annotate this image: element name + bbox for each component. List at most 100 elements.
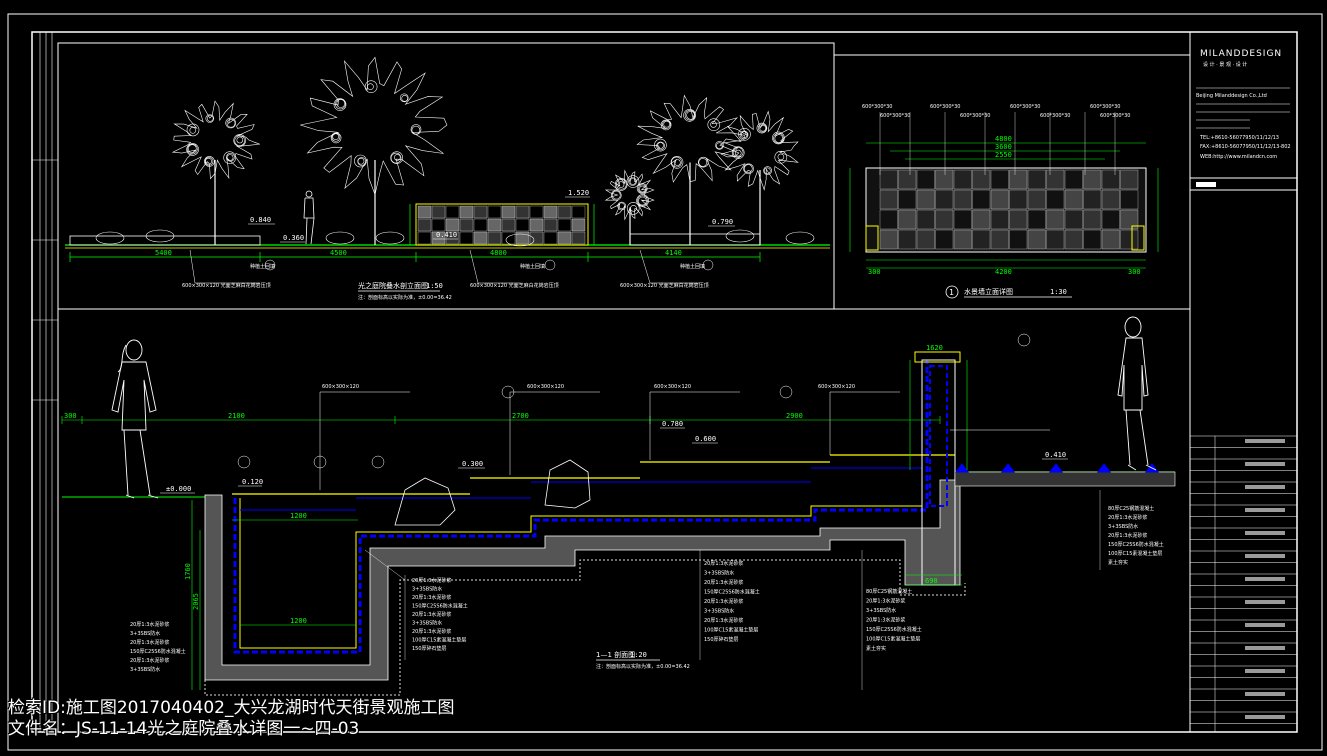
- svg-text:3+3SBS防水: 3+3SBS防水: [130, 666, 160, 673]
- svg-text:4800: 4800: [995, 135, 1012, 143]
- svg-text:600×300×120 光面芝麻白花岗岩压顶: 600×300×120 光面芝麻白花岗岩压顶: [182, 282, 271, 289]
- svg-text:1:20: 1:20: [630, 651, 647, 659]
- elevation-drawing: 5400 4500 4800 4140 0.840 0.360 0.410 1.…: [65, 56, 830, 301]
- search-id-overlay: 检索ID:施工图2017040402_大兴龙湖时代天街景观施工图: [8, 698, 455, 718]
- svg-text:1:30: 1:30: [1050, 288, 1067, 296]
- outer-frame: [7, 13, 1323, 751]
- svg-text:600×300×120: 600×300×120: [527, 384, 564, 390]
- person-left: [111, 339, 159, 499]
- svg-text:0.840: 0.840: [250, 216, 271, 224]
- svg-text:素土夯实: 素土夯实: [1108, 559, 1128, 566]
- svg-text:WEB:http://www.milandcn.com: WEB:http://www.milandcn.com: [1200, 154, 1277, 160]
- svg-text:0.300: 0.300: [462, 460, 483, 468]
- elevation-wall: [415, 203, 589, 246]
- svg-text:20厚1:3水泥砂浆: 20厚1:3水泥砂浆: [412, 577, 451, 584]
- svg-text:2550: 2550: [995, 151, 1012, 159]
- svg-text:0.790: 0.790: [712, 218, 733, 226]
- wall-detail-drawing: 4800 3600 2550 300 4200 300 600*300*30 6…: [849, 104, 1159, 299]
- filename-overlay: 文件名：JS-11-14光之庭院叠水详图一~四-03: [8, 719, 360, 739]
- svg-text:Beijing Milanddesign Co.,Ltd: Beijing Milanddesign Co.,Ltd: [1196, 93, 1267, 99]
- svg-text:20厚1:3水泥砂浆: 20厚1:3水泥砂浆: [866, 598, 905, 605]
- svg-text:300: 300: [64, 412, 77, 420]
- svg-text:1:50: 1:50: [426, 282, 443, 290]
- svg-text:1.520: 1.520: [568, 189, 589, 197]
- svg-text:20厚1:3水泥砂浆: 20厚1:3水泥砂浆: [130, 621, 169, 628]
- svg-text:150厚C25S6防水混凝土: 150厚C25S6防水混凝土: [866, 626, 922, 633]
- svg-text:种植土回填: 种植土回填: [680, 263, 705, 270]
- svg-text:注：剖面标高以实际为准，±0.00=36.42: 注：剖面标高以实际为准，±0.00=36.42: [358, 294, 452, 301]
- svg-text:150厚C25S6防水混凝土: 150厚C25S6防水混凝土: [1108, 541, 1164, 548]
- svg-text:注：剖面标高以实际为准，±0.00=36.42: 注：剖面标高以实际为准，±0.00=36.42: [596, 663, 690, 670]
- svg-text:600*300*30: 600*300*30: [930, 104, 960, 110]
- svg-text:种植土回填: 种植土回填: [520, 263, 545, 270]
- svg-text:600×300×120 光面芝麻白花岗岩压顶: 600×300×120 光面芝麻白花岗岩压顶: [470, 282, 559, 289]
- svg-text:0.780: 0.780: [662, 420, 683, 428]
- title-block: MILANDDESIGN 设 计 · 景 观 · 设 计 Beijing Mil…: [1189, 31, 1298, 733]
- svg-text:600×300×120: 600×300×120: [818, 384, 855, 390]
- svg-text:4200: 4200: [995, 268, 1012, 276]
- svg-text:600*300*30: 600*300*30: [862, 104, 892, 110]
- svg-text:20厚1:3水泥砂浆: 20厚1:3水泥砂浆: [866, 617, 905, 624]
- svg-text:1: 1: [949, 288, 954, 297]
- svg-text:20厚1:3水泥砂浆: 20厚1:3水泥砂浆: [704, 560, 743, 567]
- svg-text:3+3SBS防水: 3+3SBS防水: [704, 570, 734, 577]
- svg-text:100厚C15素混凝土垫层: 100厚C15素混凝土垫层: [1108, 550, 1162, 557]
- person-right: [1117, 316, 1157, 471]
- section-drawing: 300 2100 2700 2900 1620 1200 1200 1760 2…: [61, 316, 1176, 696]
- svg-text:20厚1:3水泥砂浆: 20厚1:3水泥砂浆: [704, 579, 743, 586]
- svg-text:2065: 2065: [192, 593, 200, 610]
- svg-text:600*300*30: 600*300*30: [1010, 104, 1040, 110]
- svg-text:3+3SBS防水: 3+3SBS防水: [412, 620, 442, 627]
- svg-text:4500: 4500: [330, 249, 347, 257]
- svg-text:600*300*30: 600*300*30: [1100, 113, 1130, 119]
- svg-text:0.360: 0.360: [283, 234, 304, 242]
- svg-text:20厚1:3水泥砂浆: 20厚1:3水泥砂浆: [1108, 514, 1147, 521]
- svg-text:600*300*30: 600*300*30: [1090, 104, 1120, 110]
- svg-text:1760: 1760: [184, 563, 192, 580]
- svg-text:素土夯实: 素土夯实: [866, 645, 886, 652]
- svg-text:600*300*30: 600*300*30: [1040, 113, 1070, 119]
- wall-detail-caption: 水景墙立面详图: [964, 287, 1013, 296]
- svg-text:20厚1:3水泥砂浆: 20厚1:3水泥砂浆: [704, 617, 743, 624]
- elevation-panel: [57, 42, 835, 310]
- svg-text:600*300*30: 600*300*30: [960, 113, 990, 119]
- svg-text:80厚C25钢筋混凝土: 80厚C25钢筋混凝土: [1108, 505, 1154, 512]
- svg-text:600×300×120: 600×300×120: [654, 384, 691, 390]
- svg-text:3+3SBS防水: 3+3SBS防水: [704, 608, 734, 615]
- svg-text:150厚C25S6防水混凝土: 150厚C25S6防水混凝土: [412, 603, 468, 610]
- section-caption: 1—1 剖面图: [596, 650, 635, 659]
- svg-text:20厚1:3水泥砂浆: 20厚1:3水泥砂浆: [130, 639, 169, 646]
- svg-text:3+3SBS防水: 3+3SBS防水: [866, 607, 896, 614]
- svg-text:20厚1:3水泥砂浆: 20厚1:3水泥砂浆: [412, 628, 451, 635]
- svg-text:2100: 2100: [228, 412, 245, 420]
- brand-logo: MILANDDESIGN: [1200, 49, 1282, 59]
- svg-text:3600: 3600: [995, 143, 1012, 151]
- svg-text:3+3SBS防水: 3+3SBS防水: [130, 630, 160, 637]
- waterproof-line: [233, 360, 929, 654]
- svg-text:4800: 4800: [490, 249, 507, 257]
- elevation-caption: 光之庭院叠水剖立面图: [358, 281, 428, 290]
- svg-text:600*300*30: 600*300*30: [880, 113, 910, 119]
- svg-text:150厚碎石垫层: 150厚碎石垫层: [412, 645, 447, 652]
- svg-text:600×300×120 光面芝麻白花岗岩压顶: 600×300×120 光面芝麻白花岗岩压顶: [620, 282, 709, 289]
- svg-text:20厚1:3水泥砂浆: 20厚1:3水泥砂浆: [704, 598, 743, 605]
- binding-strip: [32, 32, 58, 732]
- svg-text:4140: 4140: [665, 249, 682, 257]
- svg-text:±0.000: ±0.000: [166, 485, 191, 493]
- svg-text:300: 300: [868, 268, 881, 276]
- svg-text:1620: 1620: [926, 344, 943, 352]
- rock-right: [544, 459, 591, 509]
- svg-text:100厚C15素混凝土垫层: 100厚C15素混凝土垫层: [866, 636, 920, 643]
- svg-text:150厚C25S6防水混凝土: 150厚C25S6防水混凝土: [704, 589, 760, 596]
- svg-text:2900: 2900: [786, 412, 803, 420]
- svg-text:20厚1:3水泥砂浆: 20厚1:3水泥砂浆: [130, 657, 169, 664]
- svg-text:3+3SBS防水: 3+3SBS防水: [412, 586, 442, 593]
- svg-text:0.600: 0.600: [695, 435, 716, 443]
- rock-left: [394, 477, 456, 526]
- svg-text:20厚1:3水泥砂浆: 20厚1:3水泥砂浆: [412, 594, 451, 601]
- svg-text:设 计 · 景 观 · 设 计: 设 计 · 景 观 · 设 计: [1203, 61, 1247, 68]
- svg-text:100厚C15素混凝土垫层: 100厚C15素混凝土垫层: [704, 627, 758, 634]
- svg-text:3+3SBS防水: 3+3SBS防水: [1108, 523, 1138, 530]
- svg-text:种植土回填: 种植土回填: [250, 263, 275, 270]
